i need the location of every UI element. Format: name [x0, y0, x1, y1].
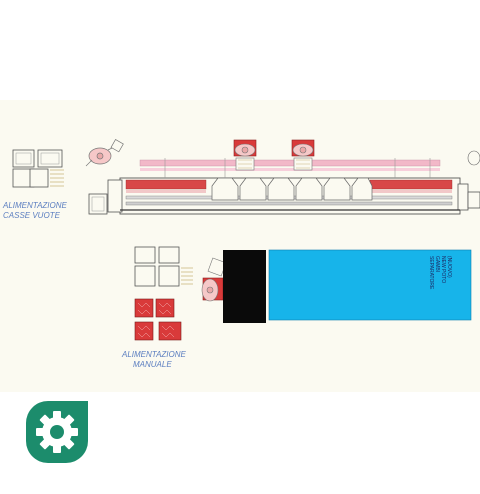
- gear-badge: [26, 401, 88, 463]
- empty-crate-stack: [12, 149, 64, 188]
- empty-crates-label-line2: CASSE VUOTE: [3, 211, 61, 220]
- stem-separator-machine: SEPARATORE GAMBI NEW POTO (NUOVO): [268, 249, 472, 321]
- operator-figure-top-2: [291, 139, 315, 171]
- plan-drawing: ALIMENTAZIONE CASSE VUOTE: [2, 139, 480, 369]
- feed-hopper: [223, 250, 266, 323]
- machine-label-line2: GAMBI: [434, 256, 440, 272]
- machine-label-line1: SEPARATORE: [428, 256, 434, 290]
- top-conveyor: [107, 150, 480, 215]
- gear-icon: [36, 411, 78, 453]
- loading-station: [88, 193, 108, 215]
- operator-figure-top-1: [233, 139, 257, 171]
- operator-figure-top-left: [85, 139, 124, 167]
- full-crate-stack: [134, 298, 182, 341]
- empty-crates-label-line1: ALIMENTAZIONE: [2, 201, 68, 210]
- layout-plan: ALIMENTAZIONE CASSE VUOTE: [0, 100, 480, 392]
- manual-feed-crate-stack: [134, 246, 193, 287]
- machine-label-line3: NEW POTO: [440, 256, 446, 283]
- operator-figure-bottom: [201, 257, 227, 302]
- machine-label-line4: (NUOVO): [446, 256, 452, 278]
- manual-feed-label-line1: ALIMENTAZIONE: [121, 350, 187, 359]
- manual-feed-label-line2: MANUALE: [133, 360, 172, 369]
